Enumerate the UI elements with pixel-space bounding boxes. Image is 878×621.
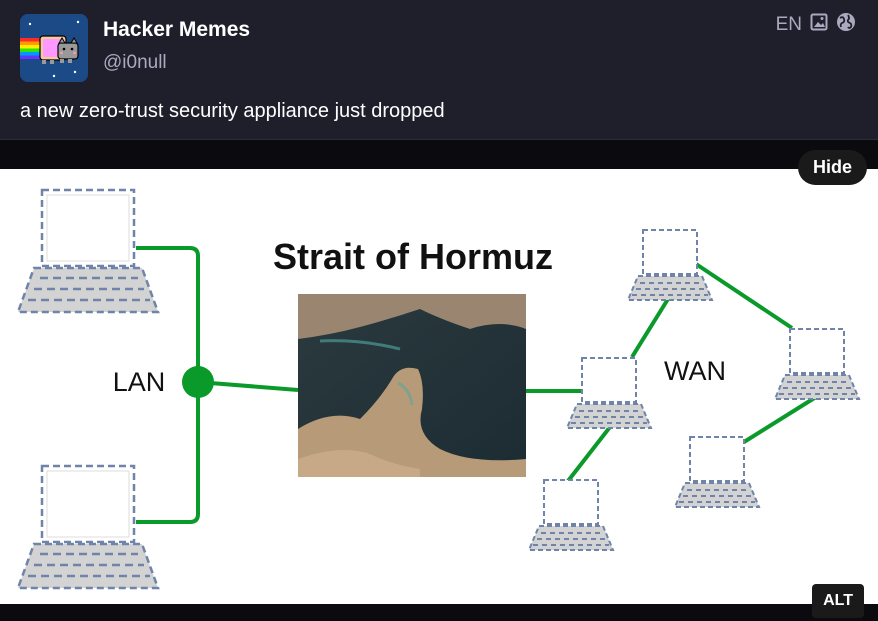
media-image[interactable]: Strait of Hormuz LAN WAN [0,169,878,604]
laptop-icon [18,190,158,312]
lan-hub-node [182,366,214,398]
author-handle[interactable]: @i0null [103,52,167,74]
laptop-icon [675,437,759,507]
author-name[interactable]: Hacker Memes [103,18,250,42]
network-diagram: Strait of Hormuz LAN WAN [0,169,878,604]
diagram-title: Strait of Hormuz [273,236,553,277]
avatar[interactable] [20,14,88,82]
strait-satellite-image [298,294,526,477]
wan-label: WAN [664,356,726,386]
image-icon [810,13,828,36]
lan-label: LAN [113,367,166,397]
laptop-icon [775,329,859,399]
hide-media-button[interactable]: Hide [798,150,867,185]
laptop-icon [529,480,613,550]
globe-icon [836,12,856,37]
nyan-cat-avatar-icon [20,14,88,82]
post-meta: EN [776,12,856,37]
post-text: a new zero-trust security appliance just… [20,100,445,123]
language-badge: EN [776,14,802,36]
alt-text-button[interactable]: ALT [812,584,864,618]
laptop-icon [18,466,158,588]
